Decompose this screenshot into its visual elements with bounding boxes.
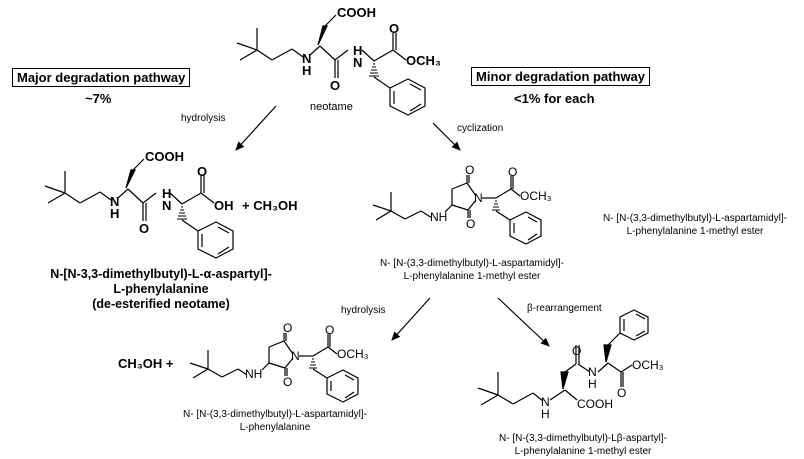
succ-ester-nh: NH [430, 210, 448, 224]
neotame-o2: O [389, 21, 400, 36]
aspartamidyl-ester-side-name-line2: L-phenylalanine 1-methyl ester [626, 226, 764, 237]
major-pathway-label: Major degradation pathway [12, 68, 191, 87]
beta-cooh: COOH [577, 397, 613, 411]
deesterified-name-line1: N-[N-3,3-dimethylbutyl)-L-α-aspartyl]- [50, 267, 272, 281]
succ-ester-o2: O [466, 217, 476, 231]
reaction-hydrolysis-major: hydrolysis [181, 113, 226, 124]
deesterified-name-line3: (de-esterified neotame) [92, 297, 230, 311]
minor-pathway-percent: <1% for each [514, 91, 595, 106]
neotame-o1: O [330, 78, 341, 93]
beta-n2: N [541, 395, 550, 409]
deester-oh: OH [214, 198, 234, 213]
beta-o1: O [572, 344, 582, 358]
beta-aspartyl-name-line2: L-phenylalanine 1-methyl ester [514, 446, 652, 457]
succ-acid-o2: O [283, 375, 293, 389]
acid-coproduct: CH₃OH + [118, 356, 174, 371]
beta-o2: O [617, 386, 627, 400]
arrow-hydrolysis-minor [391, 297, 431, 341]
neotame-n2: N [353, 55, 363, 70]
deester-o2: O [197, 164, 208, 179]
reaction-beta-rearrangement: β-rearrangement [527, 303, 602, 314]
succ-ester-o3: O [508, 165, 518, 179]
aspartamidyl-acid-name: N- [N-(3,3-dimethylbutyl)-L-aspartamidyl… [155, 408, 395, 434]
deester-o1: O [139, 221, 150, 236]
aspartamidyl-ester-name: N- [N-(3,3-dimethylbutyl)-L-aspartamidyl… [352, 257, 592, 283]
neotame-structure [236, 14, 426, 116]
deesterified-name-line2: L-phenylalanine [113, 282, 209, 296]
beta-n: N [588, 365, 597, 379]
arrow-cyclization [432, 122, 461, 151]
arrow-hydrolysis-major [235, 105, 277, 151]
reaction-hydrolysis-minor: hydrolysis [341, 305, 386, 316]
neotame-cooh: COOH [337, 5, 376, 20]
arrow-beta-rearrangement [497, 297, 550, 347]
deesterified-name: N-[N-3,3-dimethylbutyl)-L-α-aspartyl]- L… [26, 267, 296, 312]
neotame-h: H [302, 63, 312, 78]
beta-aspartyl-name: N- [N-(3,3-dimethylbutyl)-Lβ-aspartyl]- … [463, 432, 703, 458]
major-pathway-percent: ~7% [85, 91, 112, 106]
succ-ester-o1: O [465, 163, 475, 177]
deester-n: N [110, 194, 120, 209]
neotame-och3: OCH₃ [406, 53, 441, 68]
deesterified-neotame-structure [44, 158, 234, 259]
succ-acid-o3: O [325, 323, 335, 337]
succ-ester-n: N [474, 191, 483, 205]
deester-h2: H [162, 186, 172, 201]
deester-coproduct: + CH₃OH [242, 198, 298, 213]
deester-h: H [110, 206, 120, 221]
reaction-cyclization: cyclization [457, 123, 504, 134]
succ-acid-n: N [291, 349, 300, 363]
minor-pathway-label: Minor degradation pathway [471, 67, 651, 86]
beta-h2: H [541, 407, 550, 421]
succ-acid-o1: O [283, 321, 293, 335]
succ-acid-nh: NH [245, 367, 263, 381]
aspartamidyl-acid-name-line1: N- [N-(3,3-dimethylbutyl)-L-aspartamidyl… [183, 409, 367, 420]
aspartamidyl-ester-structure [372, 175, 542, 245]
neotame-h2: H [353, 43, 363, 58]
beta-aspartyl-name-line1: N- [N-(3,3-dimethylbutyl)-Lβ-aspartyl]- [498, 433, 667, 444]
deester-n2: N [162, 198, 172, 213]
neotame-label: neotame [310, 101, 353, 113]
succ-acid-och3: OCH₃ [337, 347, 369, 361]
deester-cooh: COOH [145, 149, 184, 164]
aspartamidyl-acid-structure [189, 333, 359, 403]
beta-och3: OCH₃ [632, 358, 664, 372]
aspartamidyl-ester-side-name-line1: N- [N-(3,3-dimethylbutyl)-L-aspartamidyl… [603, 213, 787, 224]
aspartamidyl-ester-side-name: N- [N-(3,3-dimethylbutyl)-L-aspartamidyl… [575, 212, 804, 238]
aspartamidyl-ester-name-line2: L-phenylalanine 1-methyl ester [403, 271, 541, 282]
aspartamidyl-ester-name-line1: N- [N-(3,3-dimethylbutyl)-L-aspartamidyl… [380, 258, 564, 269]
beta-aspartyl-structure [477, 309, 649, 406]
beta-h: H [588, 377, 597, 391]
aspartamidyl-acid-name-line2: L-phenylalanine [239, 422, 311, 433]
succ-ester-och3: OCH₃ [520, 189, 552, 203]
neotame-n: N [302, 51, 312, 66]
